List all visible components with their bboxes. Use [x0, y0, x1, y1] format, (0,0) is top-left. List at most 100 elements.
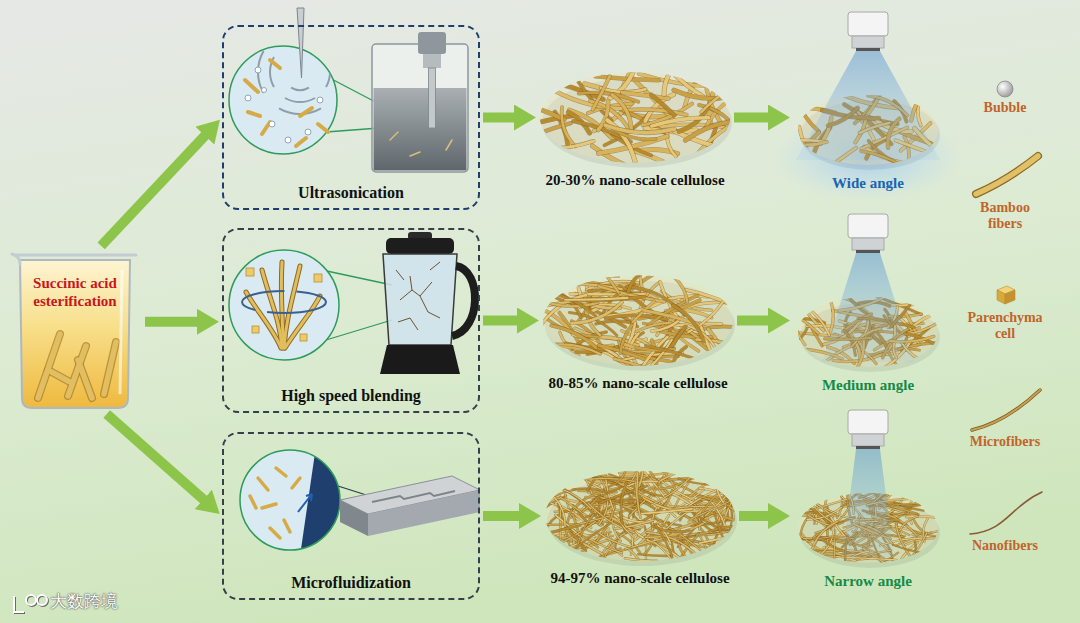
cellulose-network: 94-97% nano-scale cellulose: [544, 471, 736, 591]
graphic-part: [562, 107, 575, 146]
graphic-part: [651, 95, 674, 116]
graphic-part: [605, 125, 674, 133]
graphic-part: [572, 302, 622, 323]
graphic-part: [15, 597, 25, 613]
flow-arrow: [737, 316, 769, 326]
graphic-part: [912, 310, 950, 328]
graphic-part: [906, 311, 953, 334]
graphic-part: [543, 276, 733, 366]
graphic-part: [675, 278, 687, 302]
graphic-part: [636, 337, 667, 378]
graphic-part: [699, 533, 712, 560]
graphic-part: [852, 434, 884, 446]
graphic-part: [15, 596, 48, 613]
graphic-part: [573, 489, 607, 492]
fiber-disc: [532, 460, 761, 575]
graphic-part: [652, 118, 709, 126]
graphic-part: [48, 370, 70, 382]
graphic-part: [621, 482, 627, 523]
graphic-part: [813, 521, 837, 545]
graphic-part: [300, 334, 307, 341]
graphic-part: [798, 317, 818, 333]
graphic-part: [620, 325, 631, 353]
graphic-part: [298, 494, 312, 512]
graphic-part: [589, 478, 637, 482]
graphic-part: [794, 311, 805, 345]
graphic-part: [390, 132, 398, 140]
process-title: Succinic acid esterification: [20, 274, 130, 310]
graphic-part: [245, 67, 323, 143]
graphic-part: [526, 267, 748, 377]
graphic-part: [20, 260, 130, 408]
graphic-part: [534, 526, 580, 536]
graphic-part: [652, 118, 709, 126]
graphic-part: [383, 254, 457, 345]
graphic-part: [799, 303, 829, 335]
graphic-part: [269, 121, 275, 127]
graphic-part: [242, 291, 326, 313]
graphic-part: [816, 507, 850, 533]
graphic-part: [546, 490, 566, 527]
graphic-part: [250, 468, 300, 538]
graphic-part: [848, 410, 888, 434]
graphic-part: [617, 463, 627, 483]
graphic-part: [701, 86, 738, 113]
graphic-part: [589, 478, 637, 482]
graphic-part: [625, 558, 657, 560]
scattering-sample: Wide angle: [793, 12, 943, 196]
cellulose-networks: [521, 55, 761, 576]
legend-icon: [956, 488, 1054, 538]
graphic-part: [848, 12, 888, 36]
graphic-part: [622, 93, 668, 99]
graphic-part: [834, 530, 835, 562]
graphic-part: [636, 323, 671, 332]
graphic-part: [651, 95, 674, 116]
graphic-part: [27, 596, 37, 606]
ultrasonication-illustration: [229, 8, 468, 172]
graphic-part: [279, 108, 321, 114]
graphic-part: [336, 51, 342, 93]
graphic-part: [390, 132, 452, 156]
graphic-part: [605, 125, 674, 133]
graphic-part: [896, 525, 910, 556]
legend-label: Bamboo fibers: [956, 200, 1054, 232]
graphic-part: [281, 262, 283, 348]
graphic-part: [653, 541, 677, 567]
graphic-part: [314, 274, 322, 282]
graphic-part: [318, 124, 328, 132]
graphic-part: [270, 60, 280, 68]
graphic-part: [262, 88, 267, 93]
graphic-part: [255, 67, 261, 73]
graphic-part: [120, 270, 122, 394]
legend-label: Microfibers: [956, 434, 1054, 450]
process-label: Microfluidization: [291, 573, 411, 592]
graphic-part: [838, 558, 869, 565]
process-label: High speed blending: [281, 386, 421, 405]
legend-item: Microfibers: [956, 384, 1054, 450]
graphic-part: [296, 138, 306, 146]
graphic-part: [368, 490, 480, 536]
fiber-disc: [521, 55, 753, 169]
graphic-part: [542, 141, 594, 149]
graphic-part: [912, 310, 950, 328]
graphic-part: [976, 156, 1038, 194]
graphic-part: [285, 296, 320, 348]
graphic-part: [418, 32, 446, 54]
graphic-part: [270, 528, 280, 538]
beaker-outline: [8, 248, 142, 412]
graphic-part: [856, 48, 880, 51]
graphic-part: [997, 81, 1013, 97]
graphic-part: [546, 344, 600, 354]
graphic-part: [565, 298, 628, 300]
graphic-part: [651, 473, 694, 505]
graphic-part: [573, 489, 607, 492]
graphic-part: [834, 530, 835, 562]
graphic-part: [262, 270, 282, 348]
graphic-part: [555, 294, 596, 316]
process-box: Microfluidization: [222, 432, 480, 600]
yield-label: 94-97% nano-scale cellulose: [550, 569, 729, 587]
graphic-part: [326, 57, 330, 87]
cellulose-network: 20-30% nano-scale cellulose: [539, 73, 731, 193]
light-source: [848, 214, 888, 253]
